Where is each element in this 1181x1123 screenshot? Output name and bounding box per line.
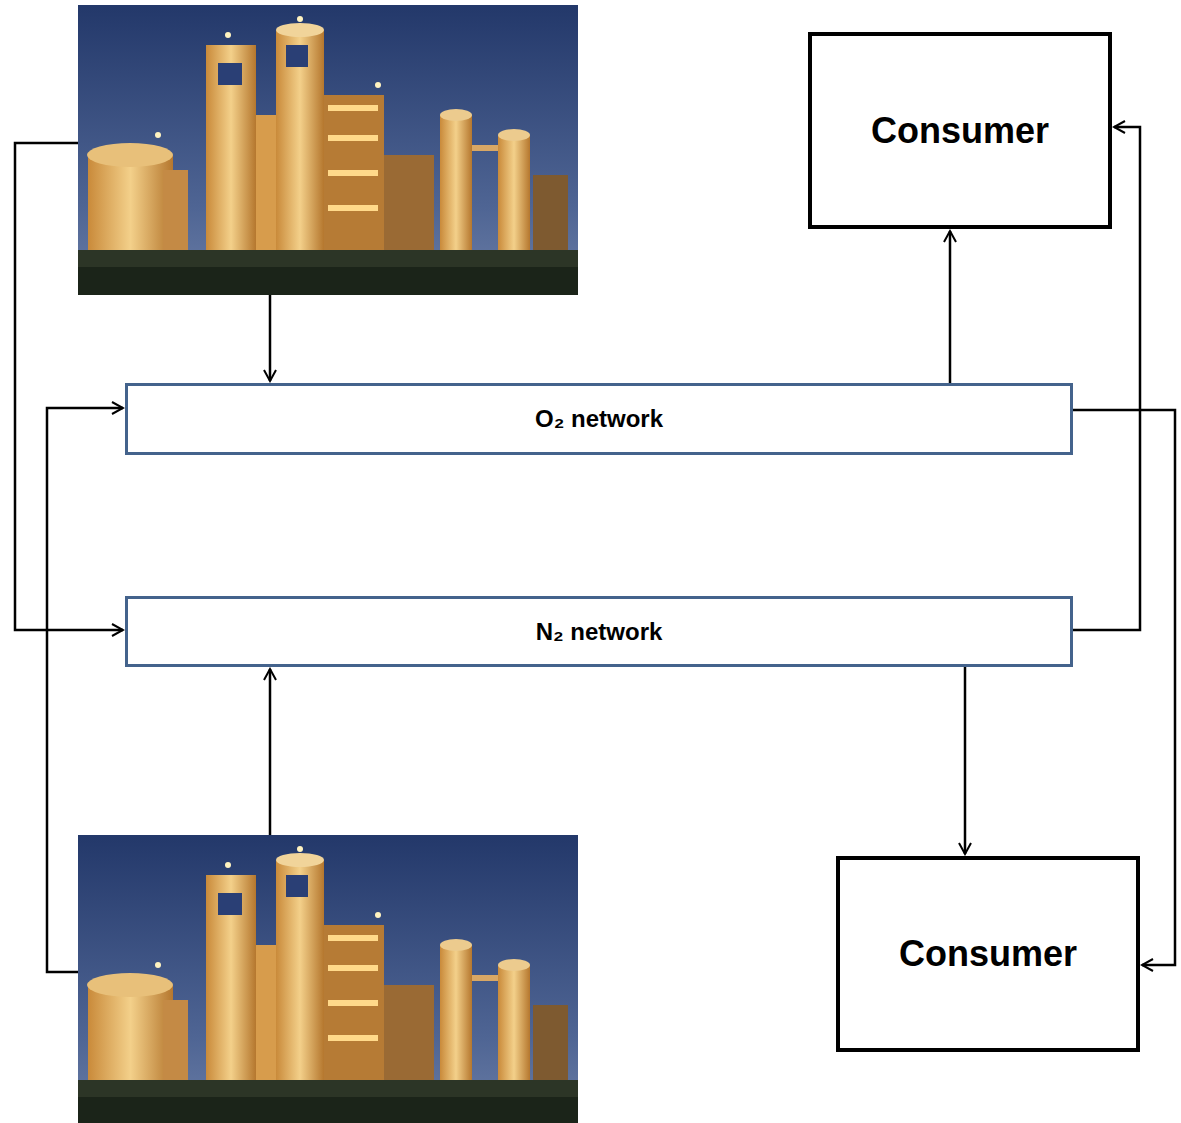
consumer-box: Consumer <box>836 856 1140 1052</box>
plant-photo <box>78 5 578 295</box>
plant-photo <box>78 835 578 1123</box>
node-label: Consumer <box>899 933 1077 975</box>
network-bar: N₂ network <box>125 596 1073 667</box>
supply-lines <box>15 143 270 972</box>
node-label: N₂ network <box>536 618 663 646</box>
network-bar: O₂ network <box>125 383 1073 455</box>
consumer-box: Consumer <box>808 32 1112 229</box>
flow-arrow <box>964 667 967 854</box>
node-label: Consumer <box>871 110 1049 152</box>
node-label: O₂ network <box>535 405 663 433</box>
flow-arrow <box>949 231 952 383</box>
